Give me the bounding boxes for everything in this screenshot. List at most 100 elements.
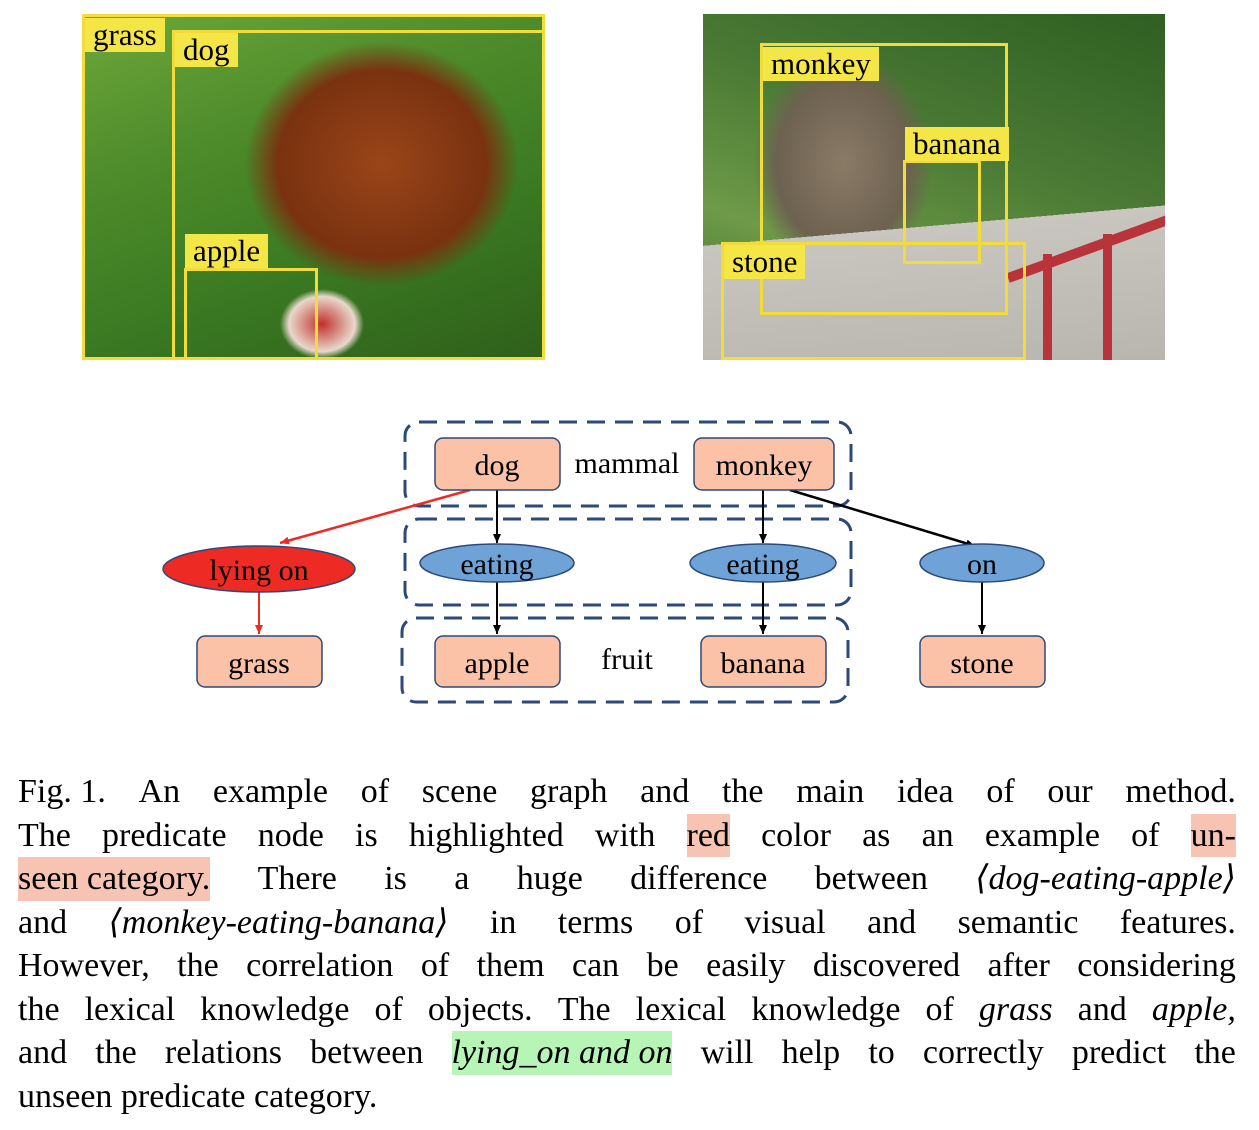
apple-bbox bbox=[184, 268, 318, 360]
dog-bbox bbox=[172, 30, 545, 360]
caption-word: of bbox=[360, 773, 390, 810]
caption-word: idea bbox=[896, 773, 954, 810]
eating-node-1-label: eating bbox=[460, 548, 533, 581]
caption-line: the lexical knowledge of objects. The le… bbox=[18, 988, 1236, 1032]
caption-word: features. bbox=[1119, 903, 1236, 941]
caption-word: of bbox=[420, 947, 450, 984]
monkey-node-label: monkey bbox=[716, 449, 813, 482]
caption-word: example bbox=[984, 816, 1100, 854]
edge-monkey-on bbox=[789, 488, 976, 548]
caption-word: Fig. 1. bbox=[18, 773, 106, 810]
caption-highlight-red: red bbox=[686, 813, 730, 857]
fruit-group-box bbox=[400, 616, 850, 704]
grass-node-label: grass bbox=[228, 647, 290, 680]
caption-word: objects. bbox=[427, 990, 533, 1028]
figure-caption: Fig. 1. An example of scene graph and th… bbox=[18, 770, 1236, 1118]
caption-line: and the relations between lying_on and o… bbox=[18, 1031, 1236, 1075]
stone-node bbox=[919, 635, 1046, 688]
eating-node-2 bbox=[689, 543, 837, 583]
on-node-label: on bbox=[967, 548, 997, 581]
caption-word: node bbox=[257, 816, 324, 854]
caption-word: However, bbox=[18, 947, 150, 984]
on-node bbox=[919, 543, 1045, 583]
caption-word: the bbox=[1194, 1034, 1236, 1071]
caption-word: of bbox=[986, 773, 1015, 810]
caption-word: the bbox=[95, 1034, 137, 1071]
caption-word: highlighted bbox=[408, 816, 564, 854]
caption-italic-word: grass bbox=[978, 990, 1053, 1028]
caption-word: correctly bbox=[922, 1034, 1044, 1071]
lying-on-node bbox=[162, 545, 356, 593]
caption-word: will bbox=[700, 1034, 754, 1071]
caption-highlight-green: lying_on and on bbox=[451, 1031, 673, 1075]
caption-word: to bbox=[868, 1034, 895, 1071]
caption-word: them bbox=[476, 947, 545, 984]
eating-node-1 bbox=[419, 543, 575, 583]
stone-node-label: stone bbox=[950, 647, 1013, 680]
caption-word: correlation bbox=[246, 947, 394, 984]
railing bbox=[1006, 215, 1165, 283]
mammal-group-label: mammal bbox=[575, 447, 680, 480]
lying-on-node-label: lying on bbox=[209, 554, 308, 587]
caption-word: of bbox=[1131, 816, 1160, 854]
caption-word: of bbox=[674, 903, 704, 941]
caption-word: The bbox=[557, 990, 611, 1028]
banana-node-label: banana bbox=[721, 647, 806, 680]
caption-word: and bbox=[18, 903, 68, 941]
edge-dog-lying-on bbox=[279, 488, 471, 545]
grass-node bbox=[196, 635, 323, 688]
caption-word: There bbox=[257, 860, 337, 897]
monkey-label: monkey bbox=[763, 47, 879, 81]
caption-word: knowledge bbox=[751, 990, 901, 1028]
caption-word: an bbox=[921, 816, 954, 854]
caption-word: of bbox=[374, 990, 403, 1028]
caption-word: in bbox=[489, 903, 517, 941]
predicate-group-box bbox=[403, 517, 853, 607]
caption-word: and bbox=[867, 903, 917, 941]
monkey-bbox bbox=[760, 43, 1008, 315]
caption-line: seen category. There is a huge differenc… bbox=[18, 857, 1236, 901]
stone-label: stone bbox=[724, 245, 806, 279]
caption-word: of bbox=[925, 990, 954, 1028]
fruit-group-label: fruit bbox=[601, 643, 653, 676]
caption-word: as bbox=[862, 816, 891, 854]
caption-triplet: ⟨dog-eating-apple⟩ bbox=[975, 860, 1236, 897]
caption-italic-word: apple, bbox=[1151, 990, 1236, 1028]
eating-node-2-label: eating bbox=[726, 548, 799, 581]
caption-word: after bbox=[987, 947, 1050, 984]
caption-word: is bbox=[355, 816, 378, 854]
caption-line: unseen predicate category. bbox=[18, 1075, 1236, 1119]
dog-node-label: dog bbox=[475, 449, 520, 482]
dog-label: dog bbox=[175, 33, 238, 67]
caption-word: huge bbox=[516, 860, 583, 897]
caption-word: and bbox=[640, 773, 690, 810]
caption-word: the bbox=[177, 947, 219, 984]
grass-label: grass bbox=[85, 18, 165, 52]
caption-word: and bbox=[1077, 990, 1127, 1028]
dog-node bbox=[434, 437, 561, 491]
caption-word: be bbox=[646, 947, 679, 984]
railing-post bbox=[1043, 254, 1052, 360]
stone-bbox bbox=[721, 242, 1026, 360]
caption-word: semantic bbox=[957, 903, 1079, 941]
caption-word: predicate bbox=[102, 816, 227, 854]
caption-line: The predicate node is highlighted with r… bbox=[18, 813, 1236, 857]
caption-word: a bbox=[454, 860, 470, 897]
caption-word: is bbox=[384, 860, 407, 897]
apple-node-label: apple bbox=[465, 647, 530, 680]
caption-word: terms bbox=[557, 903, 634, 941]
caption-word: knowledge bbox=[200, 990, 350, 1028]
caption-highlight-unseen: seen category. bbox=[18, 857, 211, 901]
caption-word: our bbox=[1047, 773, 1093, 810]
caption-line: Fig. 1. An example of scene graph and th… bbox=[18, 770, 1236, 814]
caption-word: discovered bbox=[812, 947, 961, 984]
caption-word: graph bbox=[530, 773, 608, 810]
caption-word: method. bbox=[1125, 773, 1236, 810]
caption-highlight-unseen: un- bbox=[1190, 813, 1236, 857]
caption-line: However, the correlation of them can be … bbox=[18, 944, 1236, 988]
apple-label: apple bbox=[185, 234, 269, 268]
caption-line: and ⟨monkey-eating-banana⟩ in terms of v… bbox=[18, 901, 1236, 945]
monkey-node bbox=[693, 437, 835, 491]
banana-label: banana bbox=[905, 127, 1009, 161]
caption-word: visual bbox=[744, 903, 826, 941]
